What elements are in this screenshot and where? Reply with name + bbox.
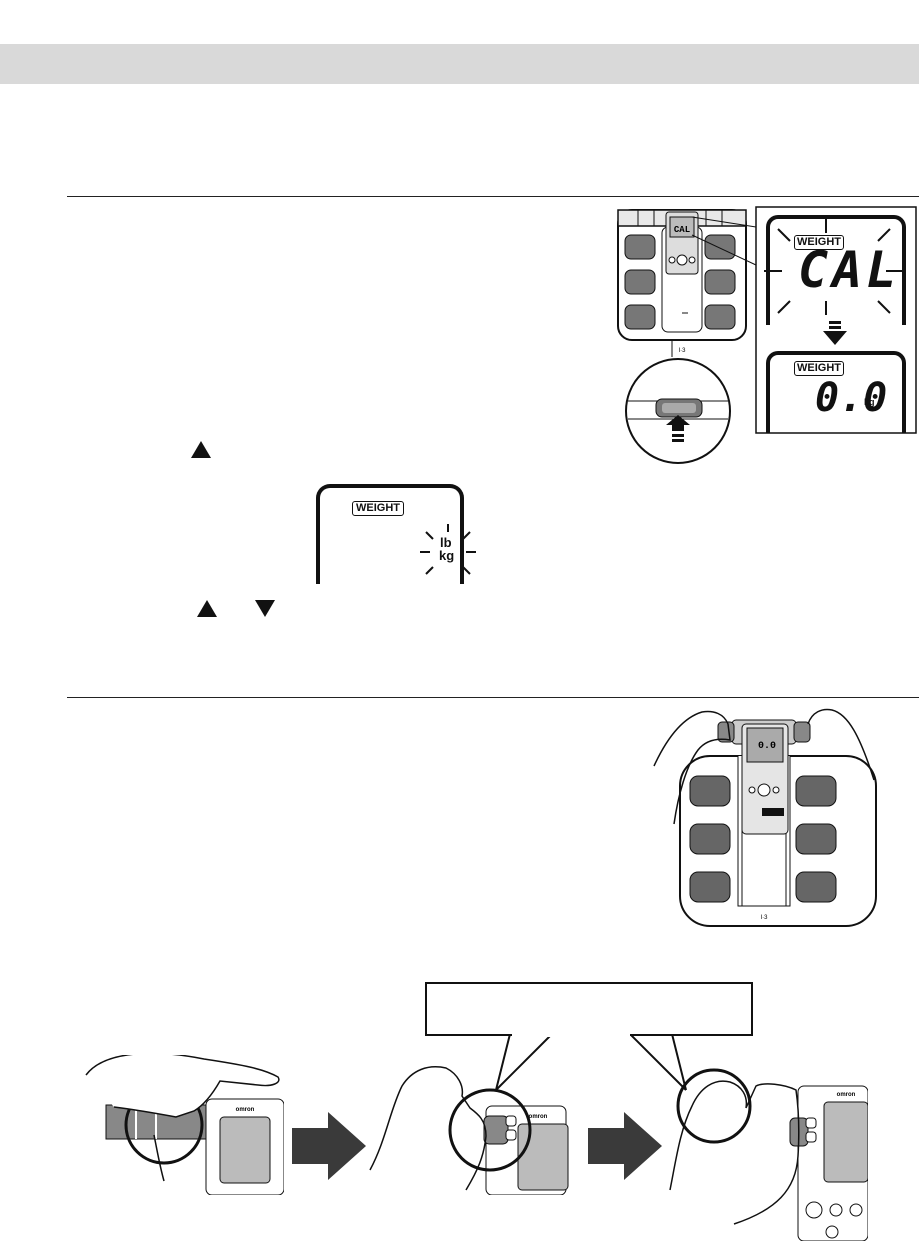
grip-step-2: omron bbox=[366, 1060, 576, 1196]
section-header-bar bbox=[0, 44, 919, 84]
unit-lb-label: lb bbox=[440, 535, 452, 550]
divider-middle bbox=[67, 697, 919, 698]
next-step-arrow-icon bbox=[588, 1112, 662, 1180]
unit-kg-label: kg bbox=[439, 548, 455, 563]
weight-label: WEIGHT bbox=[794, 235, 844, 250]
mini-display-text: 0.0 bbox=[758, 741, 776, 752]
divider-top bbox=[67, 196, 919, 197]
grip-step-2-illustration: omron bbox=[369, 1066, 569, 1196]
up-arrow-icon bbox=[197, 600, 217, 617]
zero-display: 0.0 bbox=[815, 375, 888, 421]
lcd-frame-unit-select bbox=[316, 484, 464, 584]
callout-box bbox=[425, 982, 753, 1036]
down-arrow-icon bbox=[255, 600, 275, 617]
transition-arrow-icon bbox=[823, 321, 847, 345]
calibration-illustration: CAL I·3 bbox=[617, 206, 917, 464]
brand-logo: omron bbox=[837, 1092, 856, 1098]
figure-calibration: CAL I·3 WEIGHT CAL bbox=[610, 205, 919, 465]
mini-display-text: CAL bbox=[674, 225, 690, 235]
weight-label: WEIGHT bbox=[352, 501, 404, 516]
cal-flashing-display: CAL bbox=[798, 241, 901, 299]
figure-lift-display-unit: 0.0 I·3 bbox=[652, 706, 882, 931]
grip-step-3-illustration: omron bbox=[669, 1068, 869, 1242]
svg-text:I·3: I·3 bbox=[760, 915, 768, 921]
grip-step-1-illustration: omron bbox=[85, 1052, 285, 1196]
unit-kg-label: kg bbox=[864, 397, 875, 407]
flashing-rays bbox=[420, 524, 476, 575]
next-step-arrow-icon bbox=[292, 1112, 366, 1180]
brand-logo: omron bbox=[236, 1107, 255, 1113]
brand-logo: omron bbox=[529, 1114, 548, 1120]
weight-label: WEIGHT bbox=[794, 361, 844, 376]
lcd-frame-ready bbox=[766, 351, 906, 433]
grip-step-3: omron bbox=[664, 1060, 869, 1242]
up-arrow-icon bbox=[191, 441, 211, 458]
grip-step-1: omron bbox=[84, 1052, 285, 1196]
flashing-rays bbox=[764, 217, 904, 315]
svg-text:I·3: I·3 bbox=[678, 348, 686, 354]
lift-unit-illustration: 0.0 I·3 bbox=[653, 708, 877, 927]
callout-tails bbox=[495, 1034, 687, 1091]
